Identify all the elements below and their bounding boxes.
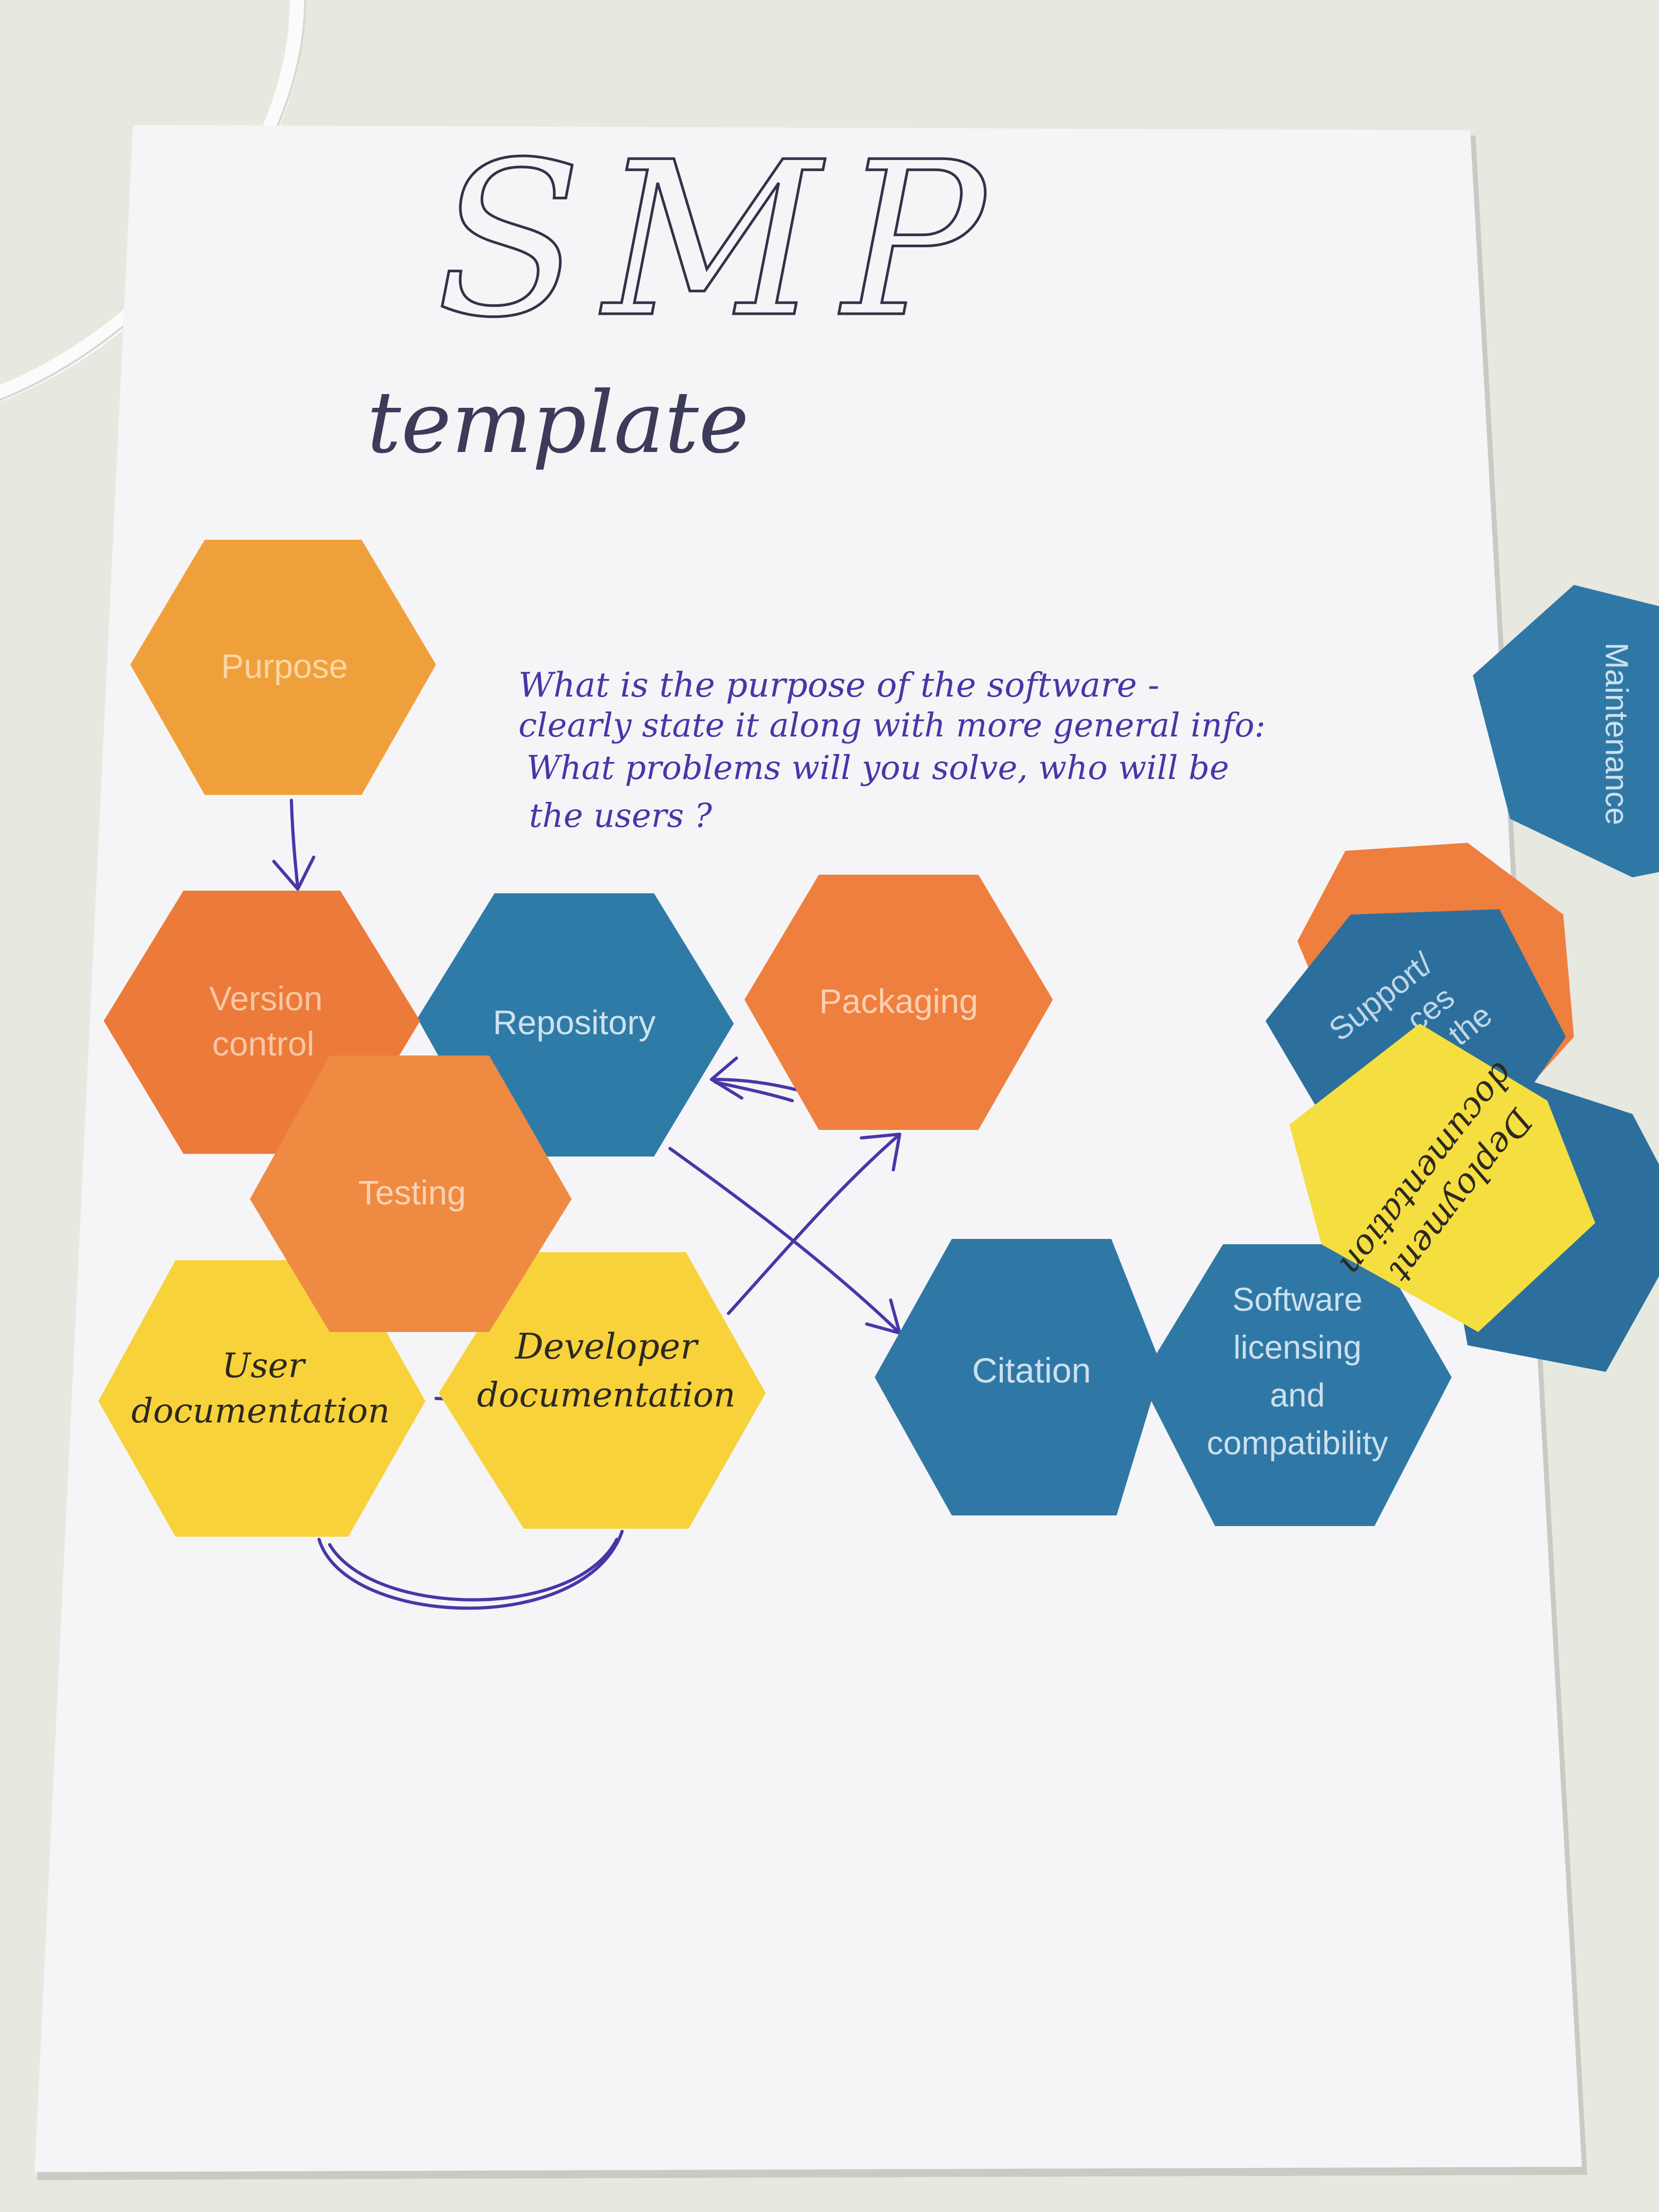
hex-purpose-shape (130, 540, 436, 795)
hex-developer-documentation-line2: documentation (477, 1376, 735, 1415)
hex-maintenance[interactable]: Maintenance (1473, 585, 1659, 877)
hex-deployment-documentation[interactable]: Deployment documentation (1289, 1024, 1595, 1332)
title-smp: SMP (435, 116, 1007, 366)
hex-developer-documentation[interactable]: Developer documentation (439, 1252, 766, 1529)
hex-testing[interactable]: Testing (250, 1055, 572, 1332)
hex-citation-label: Citation (972, 1351, 1091, 1390)
hex-software-licensing-line3: and (1270, 1377, 1325, 1414)
hex-maintenance-label: Maintenance (1599, 642, 1635, 825)
hex-version-control-line2: control (212, 1025, 314, 1063)
hex-purpose-label: Purpose (221, 647, 348, 685)
hex-software-licensing[interactable]: Software licensing and compatibility (1141, 1244, 1452, 1526)
hex-packaging[interactable]: Packaging (744, 875, 1053, 1130)
svg-text:What problems will you solve,: What problems will you solve, who will b… (526, 748, 1229, 787)
svg-text:What is the purpose of the sof: What is the purpose of the software - (518, 666, 1159, 705)
hex-developer-documentation-line1: Developer (515, 1326, 699, 1367)
hex-packaging-label: Packaging (819, 982, 978, 1020)
purpose-note: What is the purpose of the software - cl… (518, 666, 1266, 835)
hex-citation[interactable]: Citation (875, 1239, 1162, 1515)
hex-purpose[interactable]: Purpose (130, 540, 436, 795)
hex-testing-label: Testing (358, 1174, 466, 1212)
hex-stack-right[interactable]: Support/ ces the Deployment documentatio… (1266, 843, 1659, 1372)
title-template: template (367, 373, 749, 472)
svg-text:the users ?: the users ? (529, 796, 713, 835)
hex-user-documentation-line2: documentation (131, 1392, 390, 1431)
hex-software-licensing-line2: licensing (1233, 1329, 1361, 1366)
hex-software-licensing-line4: compatibility (1206, 1425, 1388, 1462)
hex-repository-label: Repository (493, 1003, 656, 1042)
svg-text:SMP: SMP (436, 117, 1007, 364)
paper-sheet (35, 125, 1582, 2172)
hex-user-documentation-line1: User (222, 1346, 306, 1386)
hex-software-licensing-line1: Software (1233, 1281, 1363, 1318)
svg-text:clearly state it along with mo: clearly state it along with more general… (518, 706, 1266, 744)
hex-version-control-line1: Version (209, 979, 322, 1018)
